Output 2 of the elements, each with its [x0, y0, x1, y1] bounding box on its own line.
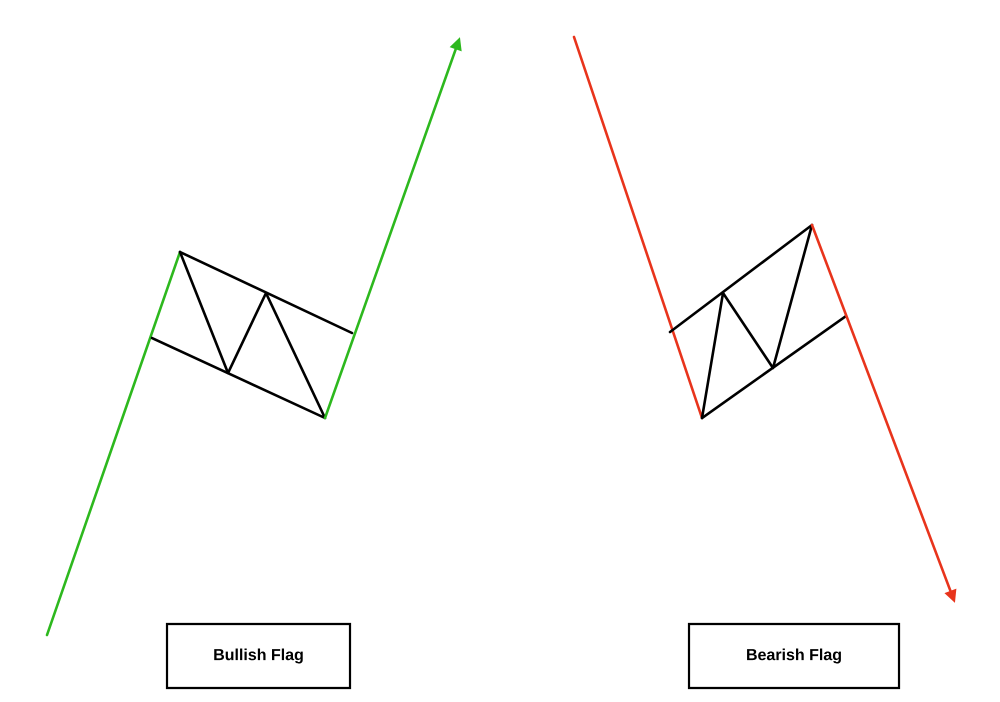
label-box: Bearish Flag: [688, 622, 900, 690]
label-box: Bullish Flag: [166, 622, 352, 690]
